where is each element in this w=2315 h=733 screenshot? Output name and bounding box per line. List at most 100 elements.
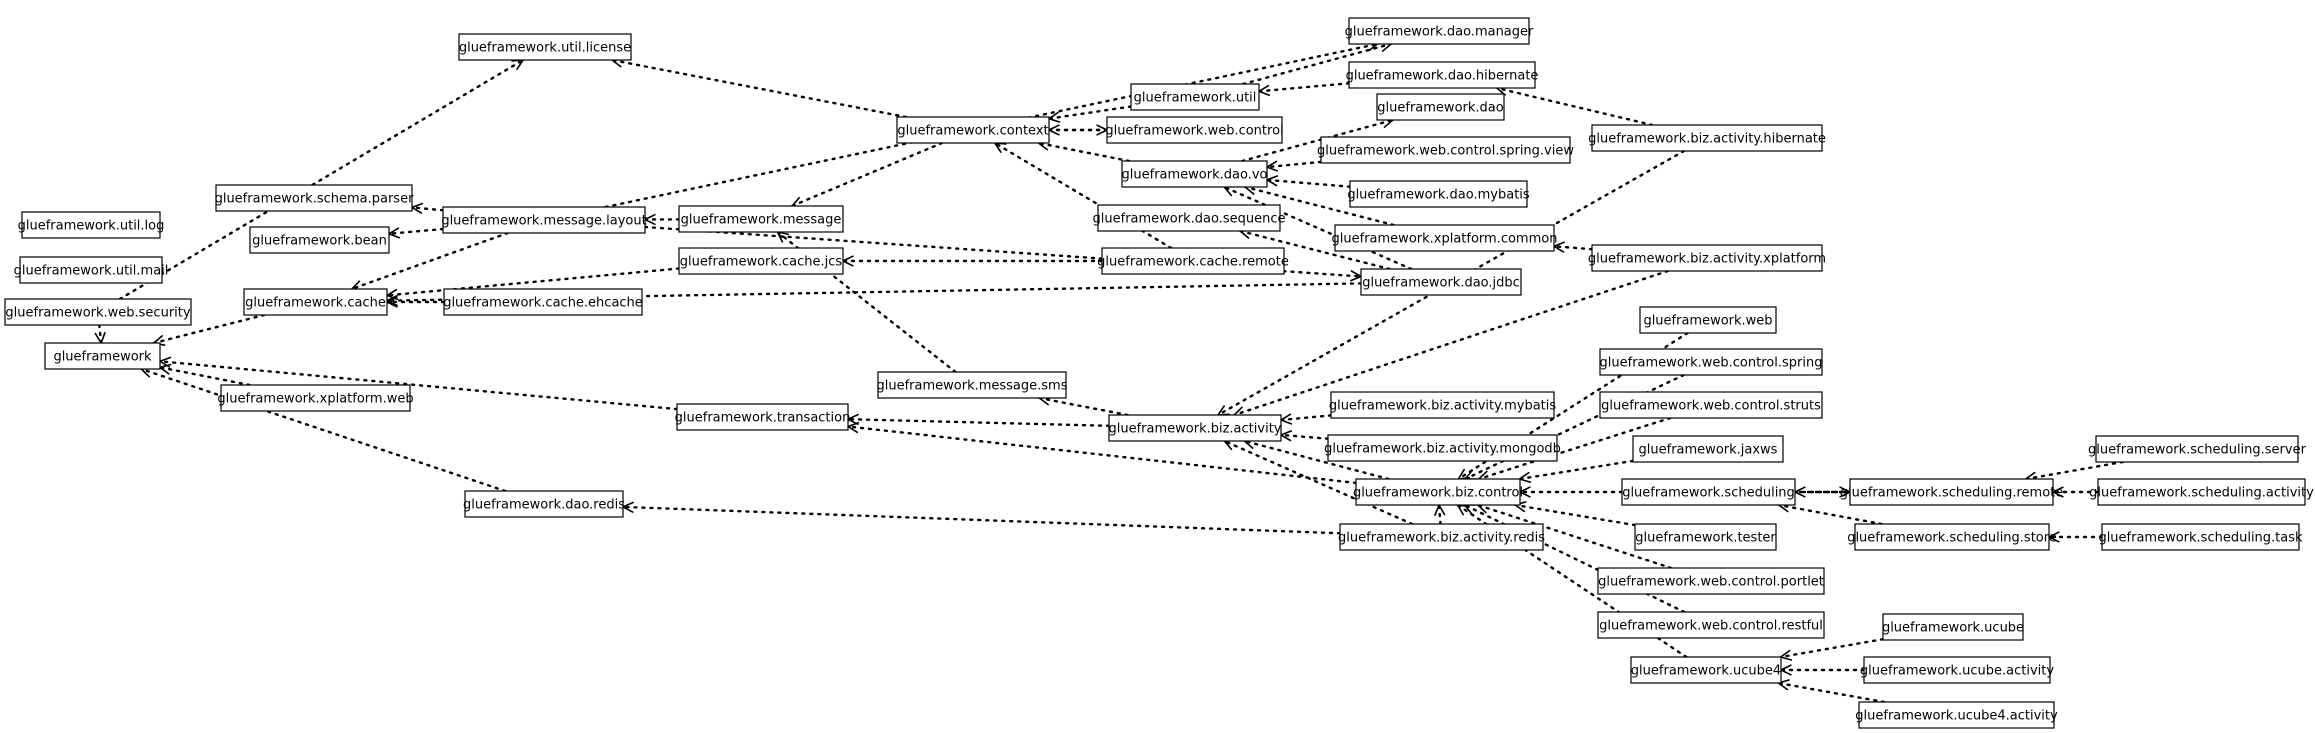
node-label: glueframework.biz.control — [1353, 486, 1523, 501]
node-box — [21, 211, 161, 239]
node-box — [1349, 180, 1528, 208]
node-box — [1599, 348, 1823, 376]
edge-line — [1437, 503, 1442, 526]
edge-line — [1238, 229, 1392, 271]
edge-line — [1038, 396, 1129, 417]
edge-line — [1779, 638, 1885, 659]
node-label: glueframework.jaxws — [1639, 443, 1778, 458]
node-box — [1355, 478, 1521, 506]
node-dao-redis: glueframework.dao.redis — [463, 490, 625, 518]
node-box — [243, 288, 388, 316]
node-box — [1858, 701, 2055, 729]
node-box — [678, 247, 844, 275]
node-box — [1376, 93, 1505, 121]
node-label: glueframework — [53, 350, 152, 365]
node-box — [676, 403, 849, 431]
edge-biz-activity-xplatform-to-xplatform-common — [1552, 241, 1594, 253]
edge-line — [1476, 503, 1673, 570]
node-box — [1882, 613, 2024, 641]
node-box — [215, 184, 413, 212]
edge-context-to-util-license — [610, 56, 908, 119]
node-dao-manager: glueframework.dao.manager — [1345, 17, 1534, 45]
edge-line — [621, 505, 1342, 535]
node-box — [1121, 160, 1268, 188]
node-web-control: glueframework.web.control — [1105, 116, 1284, 144]
edge-line — [387, 227, 445, 236]
node-label: glueframework.web.control.spring.view — [1317, 144, 1574, 159]
node-scheduling-server: glueframework.scheduling.server — [2088, 435, 2307, 463]
node-box — [1639, 306, 1777, 334]
edge-line — [1222, 185, 1413, 271]
node-label: glueframework.web.control — [1105, 124, 1283, 139]
node-box — [1621, 478, 1796, 506]
node-box — [1320, 136, 1571, 164]
node-box — [1330, 391, 1555, 419]
edge-line — [1495, 86, 1654, 127]
node-biz-activity-mybatis: glueframework.biz.activity.mybatis — [1329, 391, 1557, 419]
edge-message-to-message-layout — [643, 213, 681, 226]
edge-dao-mybatis-to-dao-vo — [1265, 175, 1352, 188]
edge-web-control-restful-to-biz-control — [1463, 503, 1686, 614]
edge-line — [643, 225, 1363, 278]
node-web-control-spring-view: glueframework.web.control.spring.view — [1317, 136, 1574, 164]
edge-line — [350, 231, 509, 291]
node-glueframework: glueframework — [44, 342, 161, 370]
node-label: glueframework.cache.jcs — [680, 255, 843, 270]
node-label: glueframework.schema.parser — [215, 192, 414, 207]
node-box — [442, 206, 646, 234]
node-box — [1101, 247, 1285, 275]
node-label: glueframework.dao.redis — [463, 498, 625, 513]
node-box — [4, 298, 192, 326]
edge-line — [1216, 149, 1686, 417]
edge-cache-remote-to-cache-jcs — [841, 255, 1104, 267]
node-box — [2101, 523, 2300, 551]
node-scheduling: glueframework.scheduling — [1621, 478, 1796, 506]
node-ucube4-activity: glueframework.ucube4.activity — [1855, 701, 2058, 729]
edge-line — [140, 367, 507, 493]
edge-line — [385, 267, 681, 297]
edge-line — [158, 360, 679, 411]
node-label: glueframework.cache — [245, 296, 386, 311]
node-label: glueframework.message — [681, 213, 842, 228]
node-label: glueframework.util.license — [459, 41, 631, 56]
node-label: glueframework.web.control.spring — [1600, 356, 1823, 371]
edge-message-layout-to-schema-parser — [410, 202, 445, 214]
node-label: glueframework.tester — [1635, 531, 1776, 546]
node-label: glueframework.util.log — [18, 219, 165, 234]
node-web: glueframework.web — [1639, 306, 1777, 334]
node-box — [19, 256, 163, 284]
node-tester: glueframework.tester — [1634, 523, 1777, 551]
arrowhead-icon — [1217, 405, 1230, 416]
node-label: glueframework.biz.activity.hibernate — [1588, 132, 1826, 147]
node-box — [1130, 83, 1260, 111]
node-ucube4: glueframework.ucube4 — [1630, 656, 1782, 684]
edge-biz-activity-mongodb-to-biz-activity — [1279, 430, 1330, 442]
arrowhead-icon — [993, 142, 1007, 153]
edge-line — [1456, 503, 1688, 659]
edge-web-security-to-glueframework — [94, 323, 106, 345]
node-dao-hibernate: glueframework.dao.hibernate — [1346, 61, 1538, 89]
edge-biz-activity-hibernate-to-dao-hibernate — [1495, 84, 1654, 127]
node-box — [896, 116, 1050, 144]
node-util-license: glueframework.util.license — [458, 33, 632, 61]
node-biz-activity-hibernate: glueframework.biz.activity.hibernate — [1588, 124, 1826, 152]
node-label: glueframework.dao.manager — [1345, 25, 1534, 40]
node-box — [2095, 435, 2299, 463]
edge-line — [1240, 118, 1395, 163]
node-label: glueframework.biz.activity.mybatis — [1329, 399, 1557, 414]
edge-line — [1037, 141, 1131, 163]
node-util-log: glueframework.util.log — [18, 211, 165, 239]
node-label: glueframework.scheduling — [1622, 486, 1795, 501]
node-web-security: glueframework.web.security — [4, 298, 192, 326]
edge-biz-activity-redis-to-dao-redis — [621, 501, 1342, 535]
node-label: glueframework.scheduling.server — [2088, 443, 2307, 458]
node-label: glueframework.biz.activity — [1109, 422, 1282, 437]
node-web-control-portlet: glueframework.web.control.portlet — [1597, 567, 1825, 595]
node-label: glueframework.dao — [1377, 101, 1503, 116]
edge-line — [846, 425, 1358, 485]
edge-line — [1265, 160, 1323, 169]
node-box — [877, 371, 1067, 399]
edge-message-layout-to-bean — [387, 227, 445, 239]
node-message-layout: glueframework.message.layout — [441, 206, 647, 234]
